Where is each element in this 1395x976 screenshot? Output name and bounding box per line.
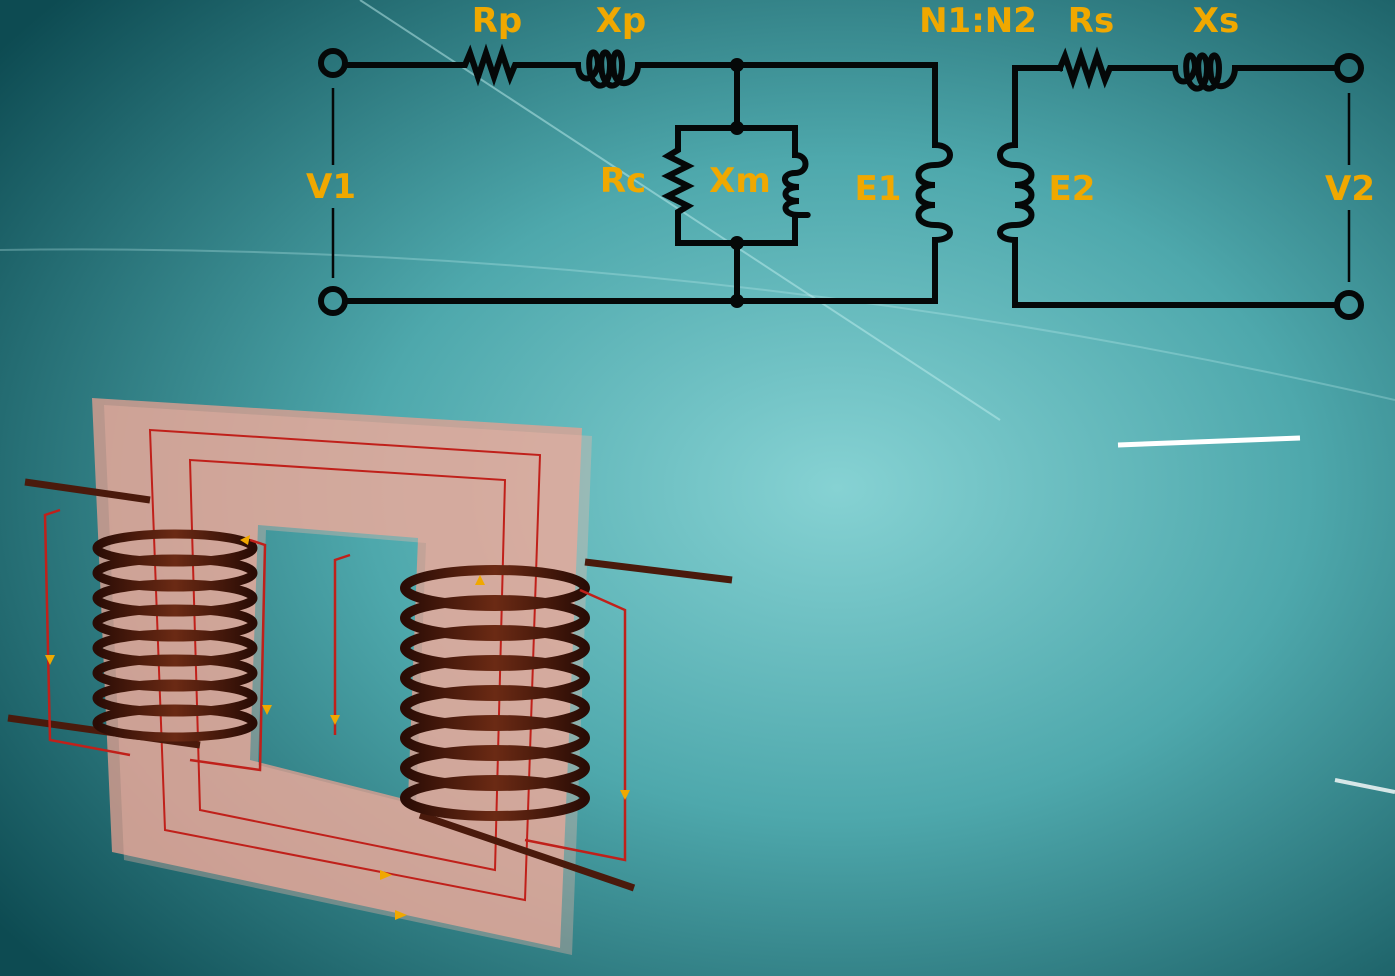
transformer-core-illustration (7, 398, 733, 955)
primary-coil (92, 529, 258, 742)
label-xp: Xp (596, 1, 647, 41)
flux-arrows (45, 535, 630, 920)
primary-current-loop (43, 508, 267, 772)
flux-path (188, 458, 507, 872)
rs-resistor (1056, 46, 1178, 90)
light-arc (0, 248, 1395, 401)
xp-inductor (574, 49, 938, 89)
label-v1: V1 (306, 167, 356, 207)
v2-bottom-terminal (1334, 290, 1364, 320)
label-rc: Rc (600, 161, 646, 201)
label-v2: V2 (1325, 169, 1375, 209)
xs-inductor (1171, 52, 1340, 92)
label-e1: E1 (855, 169, 902, 209)
v2-top-terminal (1334, 53, 1364, 83)
label-xs: Xs (1193, 1, 1239, 41)
rc-resistor (661, 125, 695, 246)
label-rp: Rp (472, 1, 523, 41)
secondary-current-loop (333, 553, 627, 862)
node (730, 121, 744, 135)
rp-resistor (342, 43, 581, 87)
node (730, 236, 744, 250)
secondary-coil (400, 565, 590, 821)
secondary-lead (418, 811, 636, 892)
primary-lead (24, 478, 151, 504)
e2-winding (997, 65, 1340, 308)
light-dash-2 (1334, 778, 1395, 794)
equivalent-circuit (318, 43, 1364, 320)
secondary-lead (584, 558, 733, 584)
flux-path (148, 428, 542, 902)
label-ratio: N1:N2 (919, 1, 1037, 41)
light-dash (1117, 435, 1301, 448)
xm-inductor (782, 125, 811, 246)
label-xm: Xm (709, 161, 771, 201)
label-rs: Rs (1068, 1, 1114, 41)
label-e2: E2 (1049, 169, 1096, 209)
circuit-labels: Rp Xp N1:N2 Rs Xs V1 Rc Xm E1 E2 V2 (306, 1, 1375, 209)
e1-winding (342, 62, 953, 304)
